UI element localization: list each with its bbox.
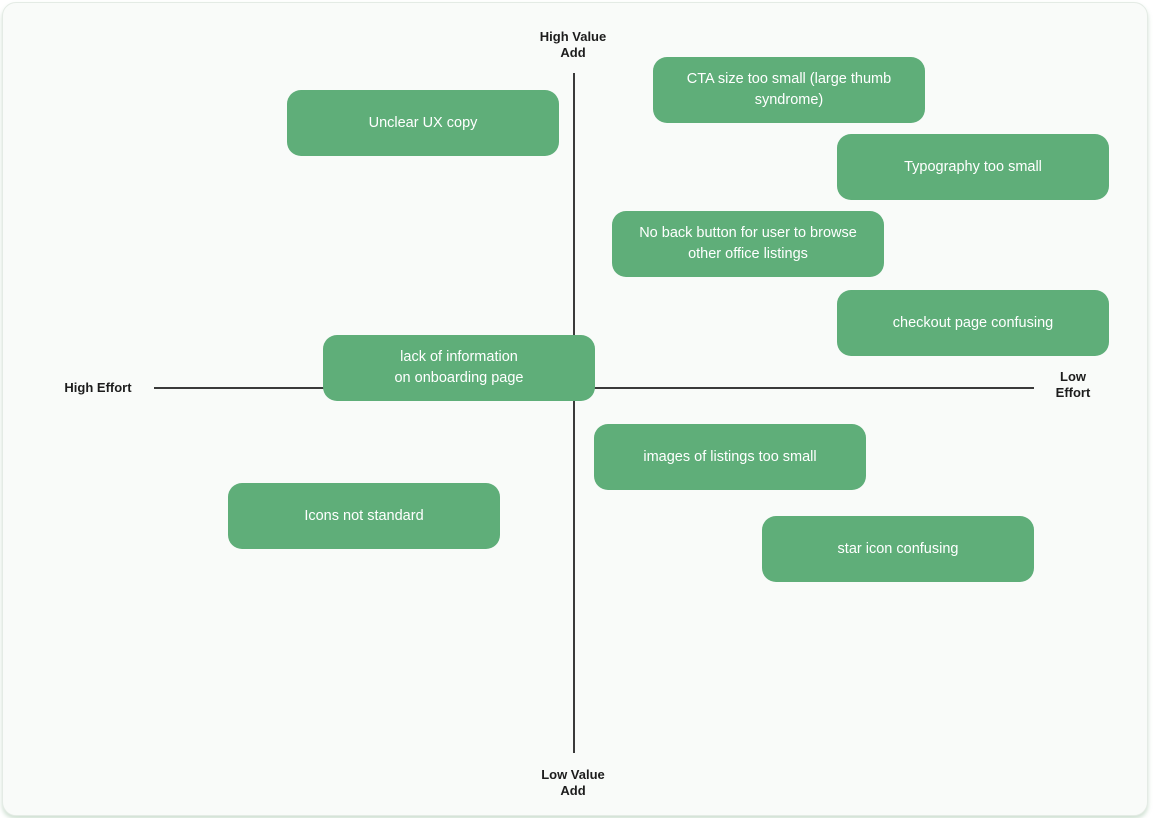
axis-label-high-effort: High Effort [64, 380, 132, 395]
note-typography[interactable]: Typography too small [837, 134, 1109, 200]
note-checkout-page[interactable]: checkout page confusing [837, 290, 1109, 356]
note-star-icon[interactable]: star icon confusing [762, 516, 1034, 582]
axis-label-low-effort: Low Effort [1055, 369, 1091, 400]
note-cta-size[interactable]: CTA size too small (large thumb syndrome… [653, 57, 925, 123]
axis-label-low-value: Low Value Add [541, 767, 605, 798]
note-unclear-ux-copy[interactable]: Unclear UX copy [287, 90, 559, 156]
note-icons-not-standard[interactable]: Icons not standard [228, 483, 500, 549]
note-no-back-button[interactable]: No back button for user to browse other … [612, 211, 884, 277]
note-images-of-listings[interactable]: images of listings too small [594, 424, 866, 490]
note-lack-of-information[interactable]: lack of information on onboarding page [323, 335, 595, 401]
value-axis [573, 73, 575, 753]
axis-label-high-value: High Value Add [539, 29, 607, 60]
